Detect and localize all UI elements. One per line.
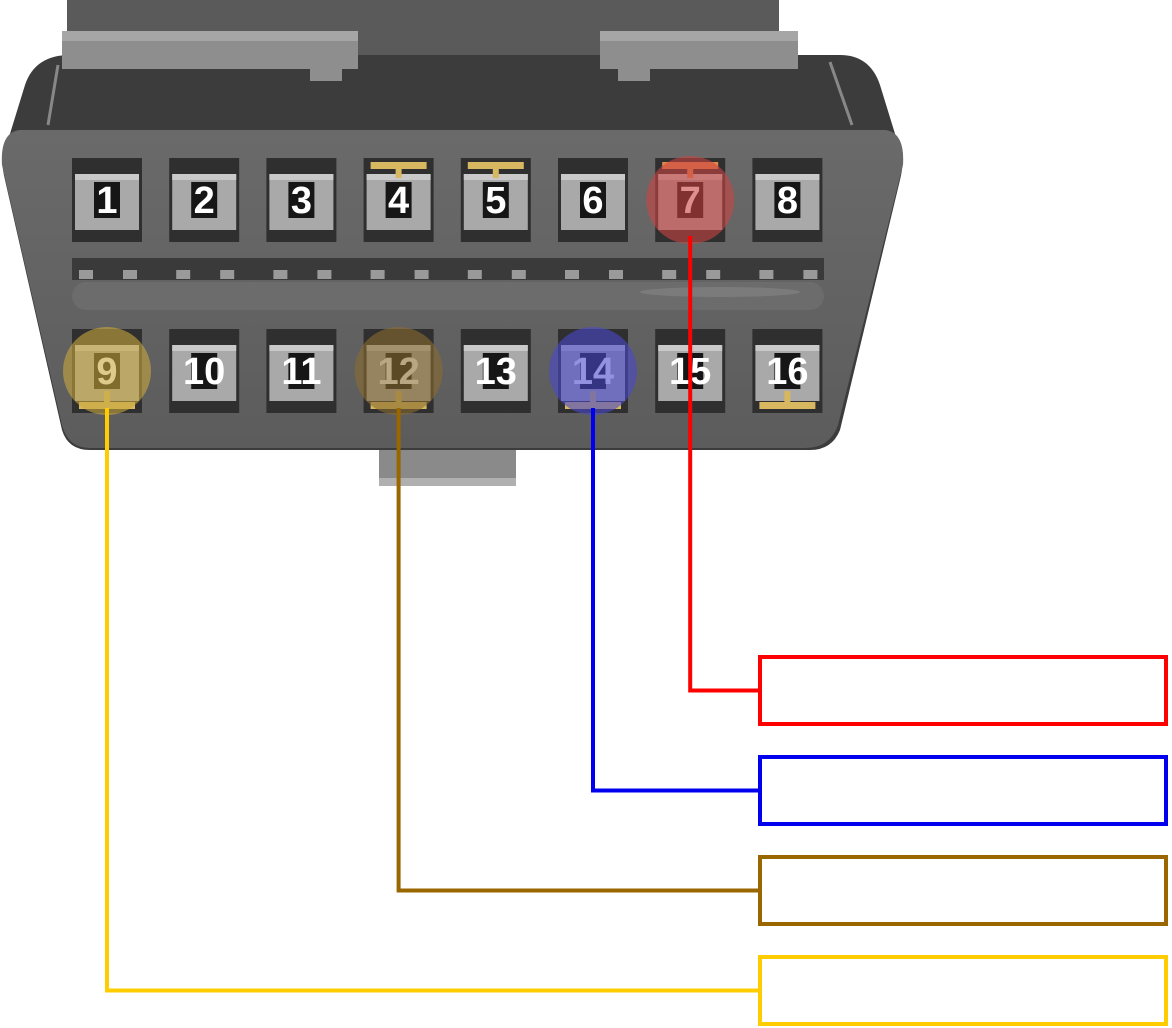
pin-slot-8: 8: [752, 158, 823, 242]
pin-number-16: 16: [766, 351, 808, 393]
rail-bump: [317, 270, 332, 279]
rail-bump: [220, 270, 235, 279]
slot-highlight: [463, 345, 528, 351]
callout-box-pin-14: [758, 755, 1168, 826]
leader-line-pin-12: [396, 408, 760, 893]
pin-contact-stem: [492, 166, 499, 178]
rail-bump: [511, 270, 526, 279]
callout-group: [105, 236, 1168, 1026]
pin-slot-2: 2: [169, 158, 240, 242]
pin-number-13: 13: [475, 351, 517, 393]
slot-highlight: [755, 345, 820, 351]
callout-box-pin-7: [758, 655, 1168, 726]
rail-bump: [467, 270, 482, 279]
pin-highlight-7: [646, 156, 735, 244]
pin-slot-5: 5: [460, 158, 531, 242]
connector-housing: [1, 0, 904, 486]
pin-contact: [759, 402, 816, 409]
callout-box-pin-12: [758, 855, 1168, 926]
slot-opening: [774, 353, 801, 389]
rail-bump: [414, 270, 429, 279]
pin-number-2: 2: [194, 180, 215, 222]
rail-bump: [370, 270, 385, 279]
slot-opening: [191, 182, 218, 218]
pin-slot-4: 4: [363, 158, 434, 242]
pin-slot-10: 10: [169, 329, 240, 413]
pin-slot-12: 12: [354, 327, 443, 415]
slot-highlight: [172, 345, 237, 351]
pin-highlight-12: [354, 327, 443, 415]
rail-bump: [123, 270, 137, 279]
slot-opening: [482, 353, 509, 389]
rail-bump: [759, 270, 774, 279]
pin-contact-stem: [784, 391, 791, 403]
rail-bump: [706, 270, 721, 279]
pin-number-3: 3: [291, 180, 312, 222]
slot-highlight: [561, 174, 625, 180]
rail-bump: [803, 270, 818, 279]
pin-slot-6: 6: [558, 158, 628, 242]
pin-number-10: 10: [183, 351, 225, 393]
slot-opening: [94, 182, 120, 218]
rail-bump: [176, 270, 191, 279]
slot-opening: [385, 182, 412, 218]
slot-highlight: [75, 174, 139, 180]
pin-number-4: 4: [388, 180, 409, 222]
pin-slot-1: 1: [72, 158, 142, 242]
slot-highlight: [172, 174, 237, 180]
pin-slot-14: 14: [549, 327, 637, 415]
bottom-pin-row: 910111213141516: [63, 327, 823, 415]
pin-contact: [467, 162, 524, 169]
slot-opening: [774, 182, 801, 218]
slot-highlight: [269, 174, 334, 180]
rail-bump: [565, 270, 579, 279]
pin-slot-9: 9: [63, 327, 151, 415]
rail-bump: [79, 270, 93, 279]
pin-slot-11: 11: [266, 329, 337, 413]
pin-slot-16: 16: [752, 329, 823, 413]
callout-pin-7: [688, 236, 1168, 726]
slot-opening: [191, 353, 218, 389]
pin-number-5: 5: [485, 180, 506, 222]
pin-contact-stem: [395, 166, 402, 178]
slot-opening: [482, 182, 509, 218]
pin-highlight-14: [549, 327, 637, 415]
pin-number-11: 11: [281, 351, 321, 393]
rail-bump: [609, 270, 623, 279]
pin-number-6: 6: [582, 180, 603, 222]
pin-slot-3: 3: [266, 158, 337, 242]
callout-pin-9: [105, 408, 1168, 1026]
slot-highlight: [269, 345, 334, 351]
slot-opening: [288, 353, 315, 389]
callout-pin-12: [396, 408, 1168, 926]
pin-number-1: 1: [96, 180, 117, 222]
pin-number-8: 8: [777, 180, 798, 222]
leader-line-pin-9: [105, 408, 760, 993]
slot-opening: [580, 182, 606, 218]
pin-highlight-9: [63, 327, 151, 415]
pin-contact: [370, 162, 427, 169]
callout-box-pin-9: [758, 955, 1168, 1026]
rail-bump: [662, 270, 677, 279]
slot-opening: [288, 182, 315, 218]
rail-bump: [273, 270, 288, 279]
pin-slot-7: 7: [646, 156, 735, 244]
leader-line-pin-7: [688, 236, 760, 693]
top-pin-row: 1 2 3 4 5 6 78: [72, 156, 823, 244]
leader-line-pin-14: [591, 408, 760, 793]
slot-highlight: [755, 174, 820, 180]
pin-slot-13: 13: [460, 329, 531, 413]
callout-pin-14: [591, 408, 1168, 826]
separator-rail: [79, 270, 818, 279]
